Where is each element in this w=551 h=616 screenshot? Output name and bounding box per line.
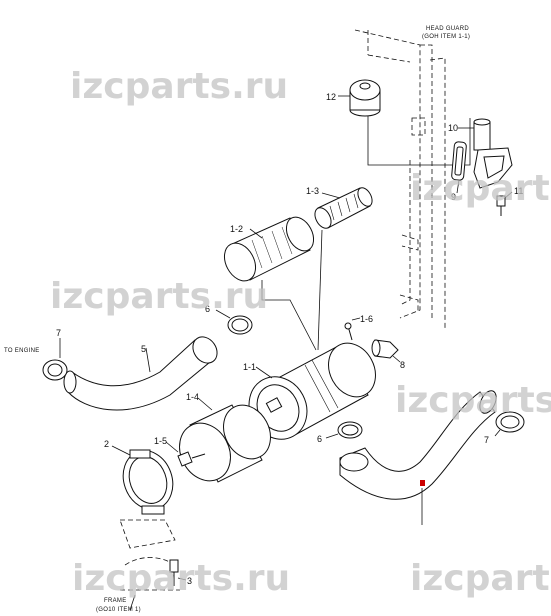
part-1-6-screw[interactable]: [344, 317, 361, 341]
part-8-valve[interactable]: [371, 339, 401, 363]
watermark-5: izcparts.ru: [72, 558, 290, 599]
part-3-bolt[interactable]: [169, 559, 187, 586]
part-6-clamp-top[interactable]: [215, 309, 253, 335]
label-10: 10: [448, 123, 458, 133]
part-1-3-inner-element[interactable]: [312, 185, 375, 231]
red-marker: [420, 480, 425, 486]
label-1-6: 1-6: [360, 314, 373, 324]
label-1-4: 1-4: [186, 392, 199, 402]
part-9-gasket[interactable]: [451, 141, 467, 194]
label-1-1: 1-1: [243, 362, 256, 372]
label-9: 9: [451, 192, 456, 202]
label-2: 2: [104, 439, 109, 449]
label-6-top: 6: [205, 304, 210, 314]
note-frame-2: (GO10 ITEM 1): [96, 607, 141, 613]
head-guard-frame: [354, 29, 446, 330]
part-2-mounting-band[interactable]: [111, 444, 181, 517]
part-1-4-cover[interactable]: [170, 397, 280, 490]
part-5-intake-hose[interactable]: [63, 332, 222, 411]
watermarks: izcparts.ru izcparts.ru izcparts.ru izcp…: [50, 66, 551, 599]
part-1-2-outer-element[interactable]: [218, 212, 319, 286]
watermark-2: izcparts.ru: [410, 168, 551, 209]
label-3: 3: [187, 576, 192, 586]
label-7-right: 7: [484, 435, 489, 445]
notes: HEAD GUARD (GOH ITEM 1-1) TO ENGINE FRAM…: [4, 26, 470, 613]
part-11-bolt[interactable]: [496, 191, 513, 216]
note-to-engine: TO ENGINE: [4, 348, 40, 354]
label-1-5: 1-5: [154, 436, 167, 446]
part-10-tube[interactable]: [458, 118, 491, 151]
part-labels: 12 10 9 11 1-3 1-2 6 1-6 8 7 5 1-1 1-4 1…: [56, 92, 523, 586]
outlet-hose[interactable]: [339, 388, 499, 525]
note-frame-1: FRAME: [104, 598, 127, 604]
watermark-6: izcparts.ru: [410, 558, 551, 599]
part-1-1-air-cleaner-body[interactable]: [238, 335, 384, 449]
note-head-guard-1: HEAD GUARD: [426, 26, 469, 32]
label-6-mid: 6: [317, 434, 322, 444]
part-6-clamp-mid[interactable]: [325, 421, 363, 439]
label-1-2: 1-2: [230, 224, 243, 234]
label-5: 5: [141, 344, 146, 354]
label-1-3: 1-3: [306, 186, 319, 196]
label-8: 8: [400, 360, 405, 370]
note-head-guard-2: (GOH ITEM 1-1): [422, 34, 470, 40]
part-7-clamp-right[interactable]: [494, 411, 525, 437]
watermark-1: izcparts.ru: [70, 66, 288, 107]
part-12-cap[interactable]: [338, 79, 471, 166]
watermark-3: izcparts.ru: [50, 276, 268, 317]
watermark-4: izcparts.ru: [395, 380, 551, 421]
label-12: 12: [326, 92, 336, 102]
assembly-lead-lines: [261, 229, 323, 351]
label-11: 11: [514, 186, 523, 196]
part-7-clamp-left[interactable]: [42, 338, 68, 381]
rain-cap[interactable]: [473, 147, 513, 189]
label-7-left: 7: [56, 328, 61, 338]
part-1-5-nut[interactable]: [165, 441, 206, 467]
